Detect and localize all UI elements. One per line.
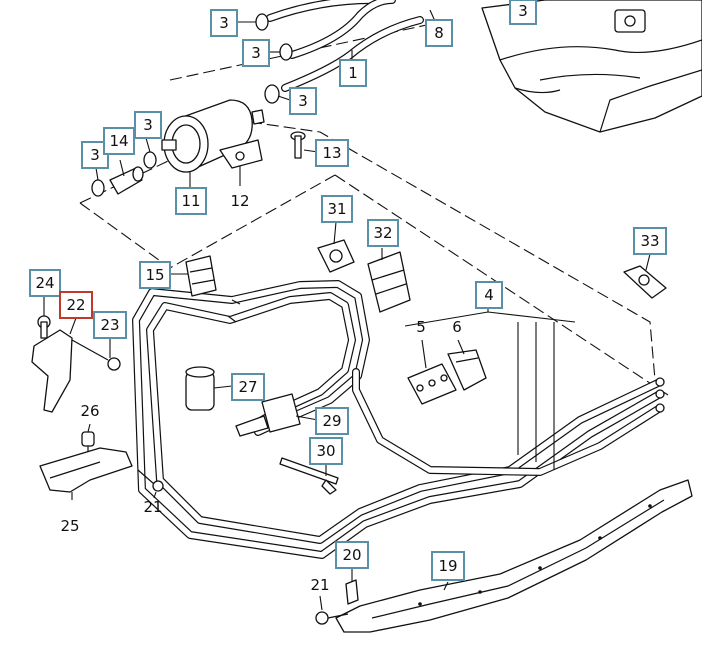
hose-clamps [91, 13, 293, 197]
fuel-tank [481, 0, 702, 133]
filter-element-27 [185, 366, 215, 411]
svg-text:21: 21 [310, 576, 329, 594]
svg-text:3: 3 [90, 146, 100, 164]
svg-text:4: 4 [484, 286, 494, 304]
short-hose [109, 166, 144, 195]
svg-text:3: 3 [298, 92, 308, 110]
svg-text:29: 29 [322, 412, 341, 430]
clip-6 [447, 349, 487, 391]
bolt-13 [290, 131, 306, 159]
callout-29[interactable]: 29 [315, 407, 349, 435]
callout-20[interactable]: 20 [335, 541, 369, 569]
bolt-23 [71, 339, 121, 371]
cable-tie-30 [279, 457, 339, 495]
callout-22[interactable]: 22 [59, 291, 93, 319]
screw-21-left [137, 469, 164, 492]
clip-5 [407, 363, 457, 405]
svg-text:19: 19 [438, 557, 457, 575]
svg-text:15: 15 [145, 266, 164, 284]
svg-text:20: 20 [342, 546, 361, 564]
clip-15 [185, 255, 217, 297]
svg-text:13: 13 [322, 144, 341, 162]
label-5: 5 [416, 318, 426, 336]
callout-15[interactable]: 15 [139, 261, 171, 289]
screw-21-bottom [315, 611, 349, 625]
clip-31 [317, 239, 355, 273]
callout-4[interactable]: 4 [475, 281, 503, 309]
label-26: 26 [80, 402, 99, 420]
label-21-bottom: 21 [310, 576, 329, 594]
callout-19[interactable]: 19 [431, 551, 465, 581]
label-25: 25 [60, 517, 79, 535]
callout-30[interactable]: 30 [309, 437, 343, 465]
svg-text:24: 24 [35, 274, 54, 292]
bracket-22 [31, 315, 73, 413]
svg-text:23: 23 [100, 316, 119, 334]
callout-23[interactable]: 23 [93, 311, 127, 339]
svg-text:27: 27 [238, 378, 257, 396]
svg-text:1: 1 [348, 64, 358, 82]
callout-3-c[interactable]: 3 [289, 87, 317, 115]
svg-text:31: 31 [327, 200, 346, 218]
fuel-lines-main [132, 280, 665, 559]
fuel-hoses-top [266, 0, 424, 92]
bracket-25 [39, 447, 133, 493]
callout-1[interactable]: 1 [339, 59, 367, 87]
callout-3-b[interactable]: 3 [242, 39, 270, 67]
callout-13[interactable]: 13 [315, 139, 349, 167]
callout-14[interactable]: 14 [103, 127, 135, 155]
svg-text:3: 3 [143, 116, 153, 134]
callout-32[interactable]: 32 [367, 219, 399, 247]
clip-32 [367, 251, 411, 313]
callout-8[interactable]: 8 [425, 19, 453, 47]
svg-text:33: 33 [640, 232, 659, 250]
connector-29 [235, 393, 301, 437]
label-21-left: 21 [143, 498, 162, 516]
svg-text:8: 8 [434, 24, 444, 42]
callout-31[interactable]: 31 [321, 195, 353, 223]
label-12: 12 [230, 192, 249, 210]
svg-text:3: 3 [251, 44, 261, 62]
clip-33 [623, 265, 667, 299]
svg-text:11: 11 [181, 192, 200, 210]
callout-33[interactable]: 33 [633, 227, 667, 255]
svg-text:25: 25 [60, 517, 79, 535]
svg-text:26: 26 [80, 402, 99, 420]
callout-24[interactable]: 24 [29, 269, 61, 297]
callout-3-d[interactable]: 3 [134, 111, 162, 139]
svg-text:22: 22 [66, 296, 85, 314]
callout-11[interactable]: 11 [175, 187, 207, 215]
svg-text:32: 32 [373, 224, 392, 242]
callout-3-f[interactable]: 3 [509, 0, 537, 25]
callout-3-a[interactable]: 3 [210, 9, 238, 37]
label-6: 6 [452, 318, 462, 336]
svg-text:3: 3 [219, 14, 229, 32]
svg-text:12: 12 [230, 192, 249, 210]
clip-20 [345, 579, 359, 605]
svg-text:5: 5 [416, 318, 426, 336]
svg-text:14: 14 [109, 132, 128, 150]
svg-text:30: 30 [316, 442, 335, 460]
svg-text:3: 3 [518, 2, 528, 20]
fuel-filter [161, 99, 265, 173]
svg-text:21: 21 [143, 498, 162, 516]
svg-text:6: 6 [452, 318, 462, 336]
callout-27[interactable]: 27 [231, 373, 265, 401]
